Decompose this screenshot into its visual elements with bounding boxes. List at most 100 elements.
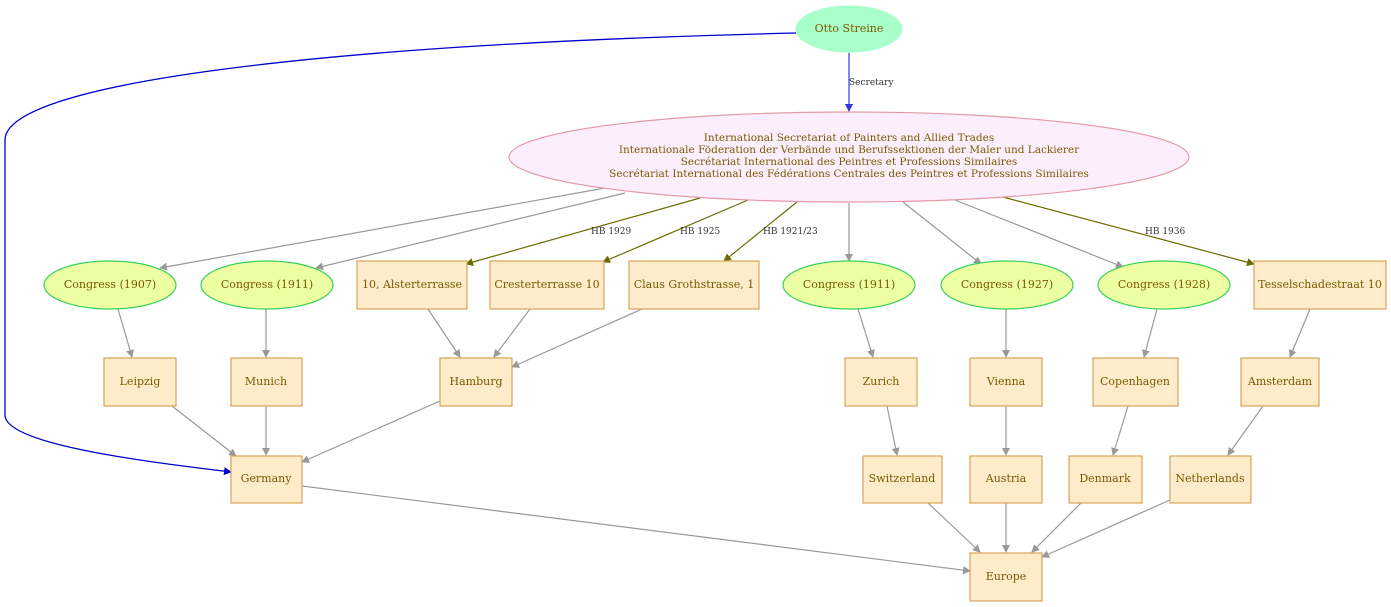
- edge-netherlands-europe: [1041, 499, 1171, 558]
- edge-germany-europe: [301, 485, 971, 575]
- org-name-line-2: Internationale Föderation der Verbände u…: [619, 144, 1080, 156]
- node-congress-1911-zurich-shape: [782, 260, 916, 310]
- node-congress-1927[interactable]: Congress (1927): [940, 260, 1074, 310]
- node-vienna-shape: [969, 357, 1043, 407]
- node-leipzig-label: Leipzig: [120, 375, 161, 388]
- node-congress-1911-munich[interactable]: Congress (1911): [200, 260, 334, 310]
- edge-otto-germany: [4, 32, 797, 476]
- node-congress-1907-label: Congress (1907): [64, 278, 156, 291]
- node-hamburg-label: Hamburg: [449, 375, 502, 388]
- node-switzerland[interactable]: Switzerland: [862, 455, 943, 504]
- node-denmark-label: Denmark: [1079, 472, 1131, 485]
- node-netherlands-label: Netherlands: [1175, 472, 1245, 485]
- node-congress-1911-munich-shape: [200, 260, 334, 310]
- node-cresterterrasse[interactable]: Cresterterrasse 10: [489, 260, 605, 310]
- edge-labels: Secretary HB 1929 HB 1925 HB 1921/23 HB …: [591, 78, 1186, 237]
- node-europe-shape: [969, 552, 1043, 602]
- node-denmark-shape: [1068, 455, 1143, 504]
- node-congress-1927-shape: [940, 260, 1074, 310]
- node-copenhagen[interactable]: Copenhagen: [1092, 357, 1179, 407]
- node-netherlands[interactable]: Netherlands: [1169, 455, 1252, 504]
- node-congress-1928[interactable]: Congress (1928): [1097, 260, 1231, 310]
- node-switzerland-shape: [862, 455, 943, 504]
- org-name-line-3: Secrétariat International des Peintres e…: [681, 156, 1018, 168]
- edge-zurich-switzerland: [886, 405, 900, 456]
- node-zurich-label: Zurich: [863, 375, 900, 388]
- edge-org-congress-1928: [954, 199, 1124, 269]
- node-germany[interactable]: Germany: [230, 455, 303, 504]
- node-congress-1911-munich-label: Congress (1911): [221, 278, 313, 291]
- org-name-line-1: International Secretariat of Painters an…: [704, 132, 995, 144]
- edge-congress-1911-b-zurich: [857, 308, 875, 358]
- node-congress-1928-label: Congress (1928): [1118, 278, 1210, 291]
- node-alsterterrasse-shape: [356, 260, 468, 310]
- edge-congress-1907-leipzig: [117, 308, 134, 358]
- edge-label-secretary: Secretary: [849, 78, 894, 88]
- edge-label-hb-1921-23: HB 1921/23: [763, 227, 818, 237]
- node-congress-1907[interactable]: Congress (1907): [43, 260, 177, 310]
- org-name-line-4: Secrétariat International des Fédération…: [609, 168, 1089, 180]
- edge-org-alsterterrasse: [465, 197, 701, 266]
- node-germany-label: Germany: [241, 472, 293, 485]
- node-copenhagen-label: Copenhagen: [1100, 375, 1170, 388]
- node-austria-shape: [969, 455, 1043, 504]
- edge-amsterdam-netherlands: [1227, 405, 1264, 456]
- node-organization[interactable]: International Secretariat of Painters an…: [508, 111, 1190, 203]
- node-austria[interactable]: Austria: [969, 455, 1043, 504]
- edge-copenhagen-denmark: [1111, 405, 1129, 456]
- node-copenhagen-shape: [1092, 357, 1179, 407]
- node-switzerland-label: Switzerland: [869, 472, 936, 485]
- node-austria-label: Austria: [985, 472, 1027, 485]
- node-munich[interactable]: Munich: [230, 357, 303, 407]
- edge-org-congress-1911-a: [315, 192, 626, 271]
- nodes: Otto Streine International Secretariat o…: [43, 5, 1387, 602]
- node-munich-label: Munich: [245, 375, 287, 388]
- node-hamburg[interactable]: Hamburg: [439, 357, 513, 407]
- node-otto-streine[interactable]: Otto Streine: [795, 5, 903, 53]
- node-tesselschade[interactable]: Tesselschadestraat 10: [1253, 260, 1387, 310]
- node-denmark[interactable]: Denmark: [1068, 455, 1143, 504]
- node-grothstrasse[interactable]: Claus Grothstrasse, 1: [628, 260, 760, 310]
- edge-org-cresterterrasse: [602, 199, 749, 263]
- node-germany-shape: [230, 455, 303, 504]
- node-amsterdam[interactable]: Amsterdam: [1240, 357, 1320, 407]
- node-amsterdam-shape: [1240, 357, 1320, 407]
- edge-org-grothstrasse: [723, 201, 798, 262]
- edge-org-tesselschade: [1002, 196, 1255, 267]
- node-europe[interactable]: Europe: [969, 552, 1043, 602]
- edge-label-hb-1925: HB 1925: [680, 227, 721, 237]
- node-congress-1927-label: Congress (1927): [961, 278, 1053, 291]
- node-vienna[interactable]: Vienna: [969, 357, 1043, 407]
- node-congress-1911-zurich-label: Congress (1911): [803, 278, 895, 291]
- node-organization-shape: [508, 111, 1190, 203]
- node-grothstrasse-label: Claus Grothstrasse, 1: [634, 278, 755, 291]
- node-alsterterrasse[interactable]: 10, Alsterterrasse: [356, 260, 468, 310]
- edge-congress-1928-copenhagen: [1141, 308, 1158, 358]
- edges: [4, 32, 1311, 575]
- edge-switzerland-europe: [927, 502, 981, 553]
- node-otto-streine-shape: [795, 5, 903, 53]
- node-congress-1911-zurich[interactable]: Congress (1911): [782, 260, 916, 310]
- node-tesselschade-label: Tesselschadestraat 10: [1258, 278, 1382, 291]
- node-tesselschade-shape: [1253, 260, 1387, 310]
- edge-grothstrasse-hamburg: [511, 308, 643, 368]
- node-otto-streine-label: Otto Streine: [815, 22, 884, 35]
- node-grothstrasse-shape: [628, 260, 760, 310]
- node-congress-1907-shape: [43, 260, 177, 310]
- edge-tesselschade-amsterdam: [1289, 308, 1311, 358]
- node-vienna-label: Vienna: [986, 375, 1026, 388]
- node-alsterterrasse-label: 10, Alsterterrasse: [362, 278, 462, 291]
- node-europe-label: Europe: [986, 570, 1027, 583]
- edge-cresterterrasse-hamburg: [493, 308, 531, 358]
- node-leipzig[interactable]: Leipzig: [103, 357, 177, 407]
- edge-leipzig-germany: [171, 405, 237, 457]
- node-zurich[interactable]: Zurich: [844, 357, 918, 407]
- edge-label-hb-1929: HB 1929: [591, 227, 632, 237]
- edge-denmark-europe: [1031, 502, 1082, 553]
- edge-alsterterrasse-hamburg: [427, 308, 461, 358]
- node-munich-shape: [230, 357, 303, 407]
- node-hamburg-shape: [439, 357, 513, 407]
- edge-label-hb-1936: HB 1936: [1145, 227, 1186, 237]
- edge-org-congress-1907: [159, 187, 606, 271]
